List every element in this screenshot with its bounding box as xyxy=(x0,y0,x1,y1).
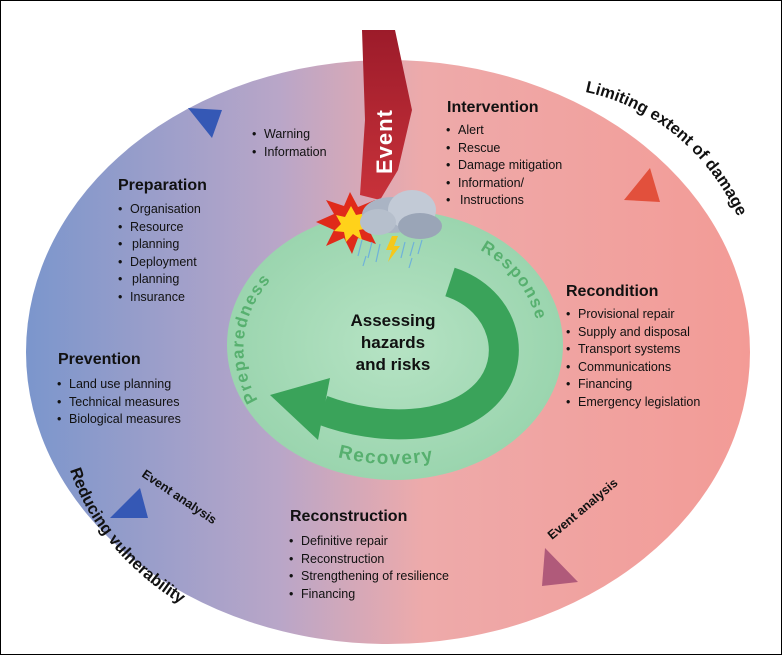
list-item: Financing xyxy=(566,376,700,394)
recondition-heading: Recondition xyxy=(566,283,659,300)
list-item: Warning xyxy=(252,126,327,144)
reconstruction-list: Definitive repair Reconstruction Strengt… xyxy=(289,533,449,603)
list-item-continuation: Instructions xyxy=(446,192,562,210)
list-item: Definitive repair xyxy=(289,533,449,551)
center-title: Assessing hazards and risks xyxy=(318,310,468,376)
cycle-arrow xyxy=(316,267,519,440)
event-label: Event xyxy=(372,109,397,174)
marker-red-right-icon xyxy=(624,168,660,202)
list-item: Insurance xyxy=(118,289,201,307)
list-item-continuation: planning xyxy=(118,271,201,289)
list-item: Technical measures xyxy=(57,394,181,412)
list-item: Reconstruction xyxy=(289,551,449,569)
list-item-continuation: planning xyxy=(118,236,201,254)
preparation-list: Organisation Resource planning Deploymen… xyxy=(118,201,201,307)
list-item: Deployment xyxy=(118,254,201,272)
center-title-line-1: Assessing xyxy=(350,311,436,330)
list-item: Supply and disposal xyxy=(566,324,700,342)
storm-cloud-icon xyxy=(357,190,442,269)
list-item: Damage mitigation xyxy=(446,157,562,175)
intervention-heading: Intervention xyxy=(447,99,539,116)
cycle-arrowhead xyxy=(270,378,330,440)
list-item: Provisional repair xyxy=(566,306,700,324)
list-item: Transport systems xyxy=(566,341,700,359)
intervention-list: Alert Rescue Damage mitigation Informati… xyxy=(446,122,562,210)
marker-mauve-right-icon xyxy=(542,548,578,586)
list-item: Alert xyxy=(446,122,562,140)
explosion-core xyxy=(334,206,370,242)
list-item: Organisation xyxy=(118,201,201,219)
center-title-line-2: hazards xyxy=(360,333,426,352)
center-title-line-3: and risks xyxy=(355,355,431,374)
reconstruction-heading: Reconstruction xyxy=(290,508,408,525)
event-band xyxy=(360,30,412,200)
recondition-list: Provisional repair Supply and disposal T… xyxy=(566,306,700,412)
list-item: Communications xyxy=(566,359,700,377)
list-item: Financing xyxy=(289,586,449,604)
marker-blue-left-icon xyxy=(110,488,148,518)
list-item: Information/ xyxy=(446,175,562,193)
preparation-heading: Preparation xyxy=(118,177,207,194)
list-item: Information xyxy=(252,144,327,162)
warning-list: Warning Information xyxy=(252,126,327,161)
list-item: Strengthening of resilience xyxy=(289,568,449,586)
prevention-list: Land use planning Technical measures Bio… xyxy=(57,376,181,429)
prevention-heading: Prevention xyxy=(58,351,141,368)
list-item: Rescue xyxy=(446,140,562,158)
list-item: Biological measures xyxy=(57,411,181,429)
list-item: Resource xyxy=(118,219,201,237)
list-item: Emergency legislation xyxy=(566,394,700,412)
list-item: Land use planning xyxy=(57,376,181,394)
marker-blue-top-icon xyxy=(188,108,222,138)
